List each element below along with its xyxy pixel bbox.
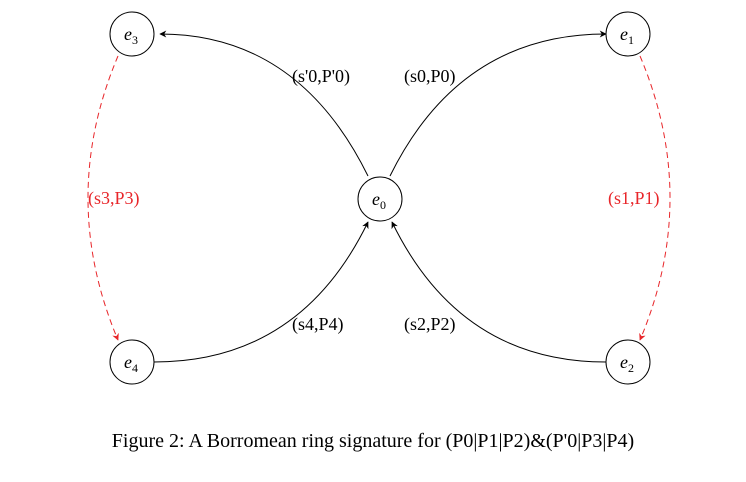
- node-e4-sub: 4: [132, 361, 138, 375]
- node-e1-base: e: [620, 24, 628, 44]
- edge-e0-e3: [159, 30, 369, 177]
- svg-text:e3: e3: [124, 24, 138, 47]
- node-e4-base: e: [124, 352, 132, 372]
- node-e0-sub: 0: [380, 198, 386, 212]
- edge-label-e2-e0: (s2,P2): [404, 314, 456, 335]
- figure-caption: Figure 2: A Borromean ring signature for…: [111, 430, 635, 452]
- node-e0-base: e: [372, 189, 380, 209]
- node-e2: e2: [605, 339, 651, 385]
- svg-text:e2: e2: [620, 352, 634, 375]
- edge-e4-e0: [153, 221, 369, 363]
- node-e2-sub: 2: [628, 361, 634, 375]
- node-e2-base: e: [620, 352, 628, 372]
- node-e0: e0: [357, 176, 403, 222]
- edge-label-e1-e2: (s1,P1): [608, 188, 660, 209]
- node-e1: e1: [605, 11, 651, 57]
- node-e4: e4: [109, 339, 155, 385]
- svg-text:e0: e0: [372, 189, 386, 212]
- edge-label-e0-e3: (s'0,P'0): [292, 66, 350, 87]
- node-e3: e3: [109, 11, 155, 57]
- node-e1-sub: 1: [628, 33, 634, 47]
- edge-e0-e1: [389, 30, 607, 177]
- edge-label-e4-e0: (s4,P4): [292, 314, 344, 335]
- edge-label-e0-e1: (s0,P0): [404, 66, 456, 87]
- svg-text:e4: e4: [124, 352, 138, 375]
- edge-label-e3-e4: (s3,P3): [88, 188, 140, 209]
- edge-e2-e0: [391, 221, 607, 363]
- node-e3-base: e: [124, 24, 132, 44]
- svg-text:e1: e1: [620, 24, 634, 47]
- edge-e3-e4: [87, 55, 119, 341]
- node-e3-sub: 3: [132, 33, 138, 47]
- edge-e1-e2: [639, 55, 671, 341]
